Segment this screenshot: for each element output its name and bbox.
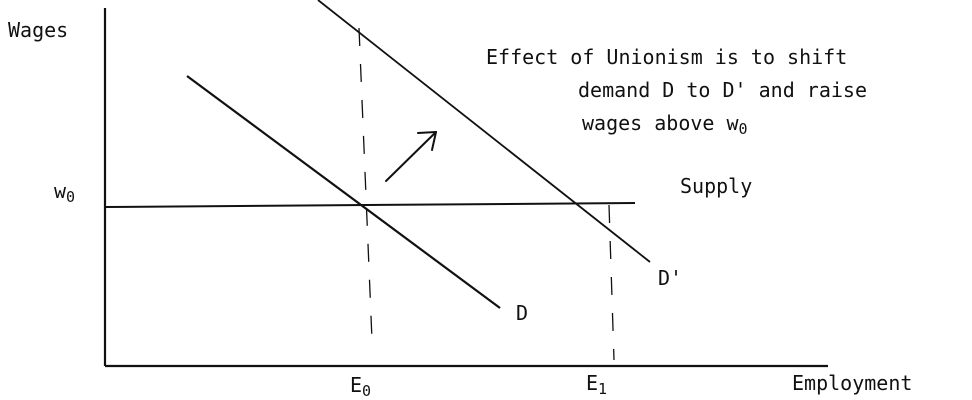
- y-axis-label: Wages: [8, 18, 68, 42]
- demand-label-d-prime: D': [658, 266, 682, 290]
- annotation-line-3: wages above w0: [582, 111, 748, 138]
- supply-label: Supply: [680, 174, 752, 198]
- annotation-line-1: Effect of Unionism is to shift: [486, 45, 847, 69]
- shift-arrow-icon: [385, 131, 437, 182]
- demand-curve-d: [186, 75, 501, 309]
- demand-curve-d-prime: [317, 0, 651, 263]
- demand-label-d: D: [516, 301, 528, 325]
- supply-line: [104, 202, 636, 208]
- annotation-line-2: demand D to D' and raise: [578, 78, 867, 102]
- employment-label-e0: E0: [350, 373, 371, 400]
- dashed-line-e1: [608, 204, 615, 361]
- x-axis-label: Employment: [792, 371, 912, 395]
- employment-label-e1: E1: [586, 371, 607, 398]
- dashed-line-e0: [358, 27, 373, 341]
- wage-level-label: w0: [54, 179, 75, 206]
